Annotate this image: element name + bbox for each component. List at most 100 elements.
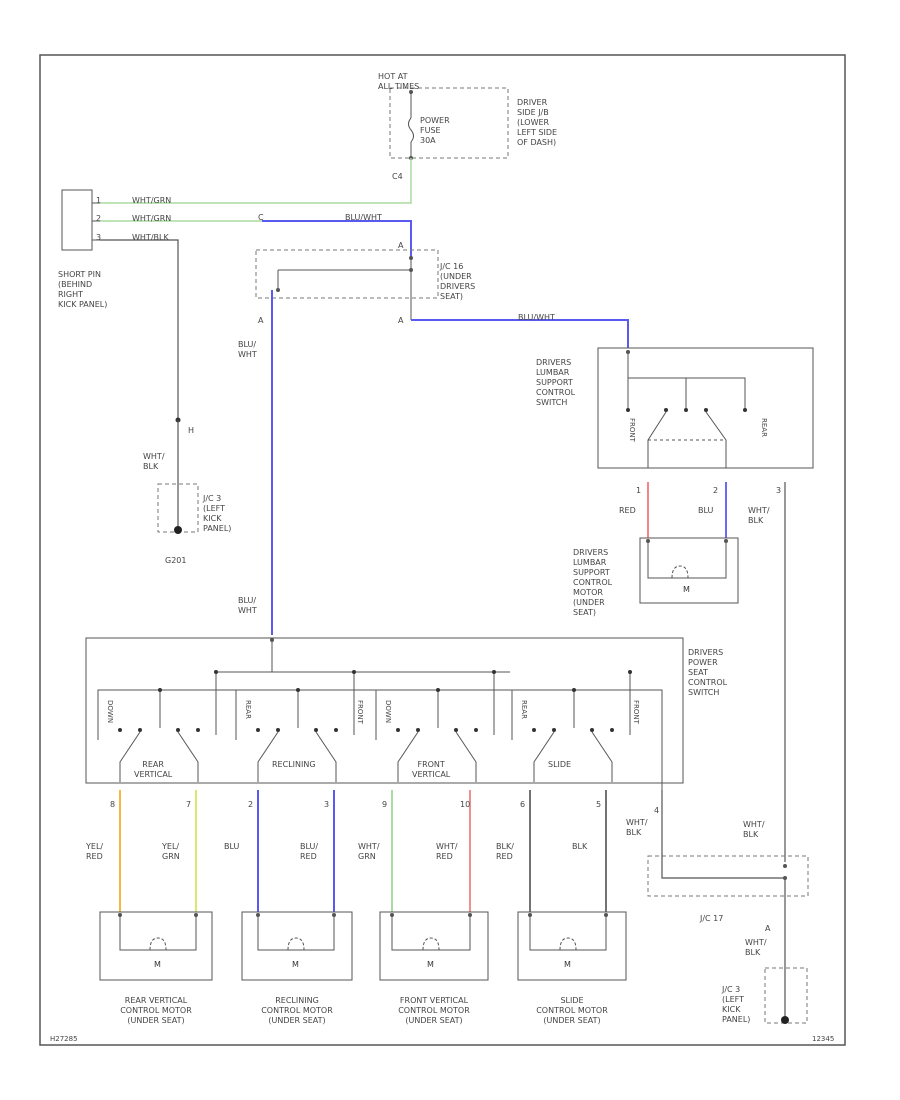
jc3-right-dashed bbox=[764, 967, 808, 1024]
wire-label-wht-blk: WHT/BLK bbox=[132, 233, 169, 242]
power-seat-switch-box bbox=[85, 637, 684, 784]
short-pin-2: 2 bbox=[96, 214, 102, 223]
ground-pin-h-label: H bbox=[188, 426, 195, 435]
motor-wire-pin-5: 9 bbox=[382, 800, 388, 809]
jc16-dashed bbox=[255, 249, 439, 299]
section-common-node bbox=[214, 670, 218, 674]
motor-wire-label-5: WHT/ GRN bbox=[358, 842, 380, 861]
section-contact bbox=[138, 728, 142, 732]
motor-box bbox=[379, 911, 489, 981]
ground-symbol-g201 bbox=[174, 526, 182, 534]
motor-wire-label-8: BLK bbox=[572, 842, 588, 851]
lumbar-contact-5 bbox=[743, 408, 747, 412]
motor-4 bbox=[517, 911, 627, 981]
section-common-node bbox=[492, 670, 496, 674]
footer-right-code: 12345 bbox=[812, 1035, 835, 1043]
section-name-2: RECLINING bbox=[272, 760, 316, 769]
wire-label-wht-grn-1: WHT/GRN bbox=[132, 196, 172, 205]
motor-wire-pin-7: 6 bbox=[520, 800, 526, 809]
jc17-pin-a: A bbox=[765, 924, 771, 933]
motor-wire-pin-6: 10 bbox=[460, 800, 471, 809]
motor-1 bbox=[99, 911, 213, 981]
section-contact bbox=[196, 728, 200, 732]
lumbar-motor-m: M bbox=[683, 585, 690, 594]
motor-lead bbox=[119, 915, 197, 951]
section-contact bbox=[474, 728, 478, 732]
short-pin-3: 3 bbox=[96, 233, 102, 242]
motor-wire-label-2: YEL/ GRN bbox=[162, 842, 180, 861]
jc16-pin-a-top: A bbox=[398, 241, 404, 250]
section-common-node bbox=[628, 670, 632, 674]
motor-wire-label-6: WHT/ RED bbox=[436, 842, 458, 861]
wire-label-lumbar-blu: BLU bbox=[698, 506, 714, 515]
section-contact bbox=[118, 728, 122, 732]
section-contact bbox=[454, 728, 458, 732]
motor-label-1: REAR VERTICAL CONTROL MOTOR (UNDER SEAT) bbox=[120, 996, 192, 1025]
fuse-label: POWER FUSE 30A bbox=[420, 116, 450, 145]
seat-switch-section-4 bbox=[511, 670, 632, 782]
section-blade-left bbox=[119, 731, 141, 782]
section-tap-node bbox=[572, 688, 576, 692]
motor-symbol bbox=[287, 937, 305, 951]
motor-box bbox=[99, 911, 213, 981]
section-blade-right bbox=[455, 731, 477, 782]
wire-fuse-to-short-pin bbox=[100, 158, 412, 204]
section-pos-up-4: REAR bbox=[520, 700, 528, 719]
lumbar-motor-symbol bbox=[671, 565, 689, 579]
section-name-3: FRONT VERTICAL bbox=[412, 760, 451, 779]
section-contact bbox=[396, 728, 400, 732]
seat-switch-ground-bus bbox=[97, 689, 663, 735]
wire-label-blu-wht-seat-2: BLU/ WHT bbox=[238, 596, 257, 615]
wire-label-blu-wht-lumbar: BLU/WHT bbox=[518, 313, 555, 322]
section-blade-left bbox=[533, 731, 555, 782]
motor-wire-pin-8: 5 bbox=[596, 800, 602, 809]
wire-label-blu-wht-seat-1: BLU/ WHT bbox=[238, 340, 257, 359]
ground-g201-label: G201 bbox=[165, 556, 187, 565]
motor-wire-pin-1: 8 bbox=[110, 800, 116, 809]
section-contact bbox=[334, 728, 338, 732]
short-pin-label: SHORT PIN (BEHIND RIGHT KICK PANEL) bbox=[58, 270, 108, 309]
wire-label-seat-ground: WHT/ BLK bbox=[626, 818, 648, 837]
lumbar-motor-lead bbox=[647, 541, 727, 579]
motor-box bbox=[241, 911, 353, 981]
motor-lead bbox=[529, 915, 607, 951]
lumbar-contact-4 bbox=[704, 408, 708, 412]
lumbar-pos-rear: REAR bbox=[760, 418, 768, 437]
wire-label-jc17-down: WHT/ BLK bbox=[745, 938, 767, 957]
junction-block-label: DRIVER SIDE J/B (LOWER LEFT SIDE OF DASH… bbox=[517, 98, 558, 147]
section-blade-left bbox=[257, 731, 279, 782]
section-contact bbox=[532, 728, 536, 732]
section-contact bbox=[552, 728, 556, 732]
wire-label-blu-wht-top: BLU/WHT bbox=[345, 213, 382, 222]
motor-2 bbox=[241, 911, 353, 981]
motor-m-4: M bbox=[564, 960, 571, 969]
section-blade-right bbox=[591, 731, 613, 782]
motor-3 bbox=[379, 911, 489, 981]
wire-label-jc17-right: WHT/ BLK bbox=[743, 820, 765, 839]
motor-wire-pin-2: 7 bbox=[186, 800, 192, 809]
motor-symbol bbox=[149, 937, 167, 951]
section-tap-node bbox=[296, 688, 300, 692]
junction-block-dashed bbox=[389, 87, 509, 159]
seat-switch-pin-4: 4 bbox=[654, 806, 660, 815]
pin-c4-label: C4 bbox=[392, 172, 403, 181]
motor-m-1: M bbox=[154, 960, 161, 969]
jc16-label: J/C 16 (UNDER DRIVERS SEAT) bbox=[440, 262, 476, 301]
section-tap-node bbox=[158, 688, 162, 692]
power-seat-switch-label: DRIVERS POWER SEAT CONTROL SWITCH bbox=[688, 648, 728, 697]
section-blade-right bbox=[177, 731, 199, 782]
section-pos-down-4: FRONT bbox=[632, 700, 640, 724]
wire-wht-blk-3 bbox=[100, 239, 179, 420]
seat-switch-section-2 bbox=[235, 670, 356, 782]
motor-wire-label-7: BLK/ RED bbox=[496, 842, 514, 861]
section-pos-up-1: DOWN bbox=[106, 700, 114, 724]
wire-label-lumbar-red: RED bbox=[619, 506, 636, 515]
motor-wire-label-1: YEL/ RED bbox=[86, 842, 104, 861]
section-common-node bbox=[352, 670, 356, 674]
section-blade-left bbox=[397, 731, 419, 782]
seat-switch-section-3 bbox=[375, 670, 496, 782]
jc3-right-label: J/C 3 (LEFT KICK PANEL) bbox=[722, 985, 751, 1024]
short-pin-c: C bbox=[258, 213, 264, 222]
section-contact bbox=[256, 728, 260, 732]
